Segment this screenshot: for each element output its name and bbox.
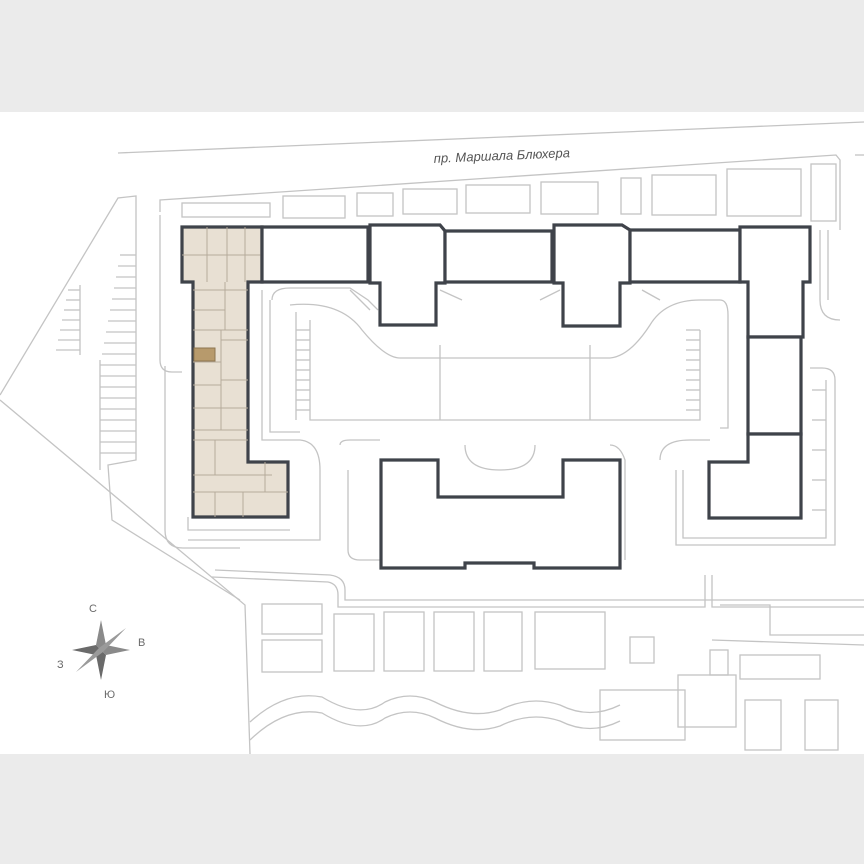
building-section-east-2 [707, 432, 803, 520]
buildings [260, 223, 812, 570]
building-section-east-1 [746, 335, 803, 436]
compass-south-label: Ю [104, 689, 115, 701]
street-name-label: пр. Маршала Блюхера [433, 145, 570, 166]
southern-area [211, 569, 864, 751]
compass-east-label: В [138, 637, 145, 649]
building-section-north-5 [628, 228, 742, 284]
building-section-west[interactable] [180, 225, 290, 519]
building-section-north-1 [260, 225, 370, 284]
compass-north-arrow [96, 620, 106, 650]
highlighted-apartment[interactable] [193, 347, 216, 362]
compass-north-label: С [89, 603, 97, 615]
building-south [379, 458, 622, 570]
courtyard-roads [187, 230, 841, 561]
compass-west-label: З [57, 659, 64, 671]
building-section-north-4 [552, 223, 632, 328]
parking-row-north [181, 154, 864, 222]
street-lines [117, 121, 864, 230]
compass-south-arrow [96, 650, 106, 680]
building-section-north-2 [368, 223, 447, 327]
apartment-grid [182, 227, 288, 517]
compass-east-arrow [101, 645, 130, 655]
compass-rose: С В З Ю [57, 603, 145, 701]
building-section-corner [738, 225, 812, 339]
parking-west [0, 195, 251, 755]
compass-west-arrow [72, 645, 101, 655]
building-section-north-3 [443, 229, 554, 284]
map-background [0, 112, 864, 754]
